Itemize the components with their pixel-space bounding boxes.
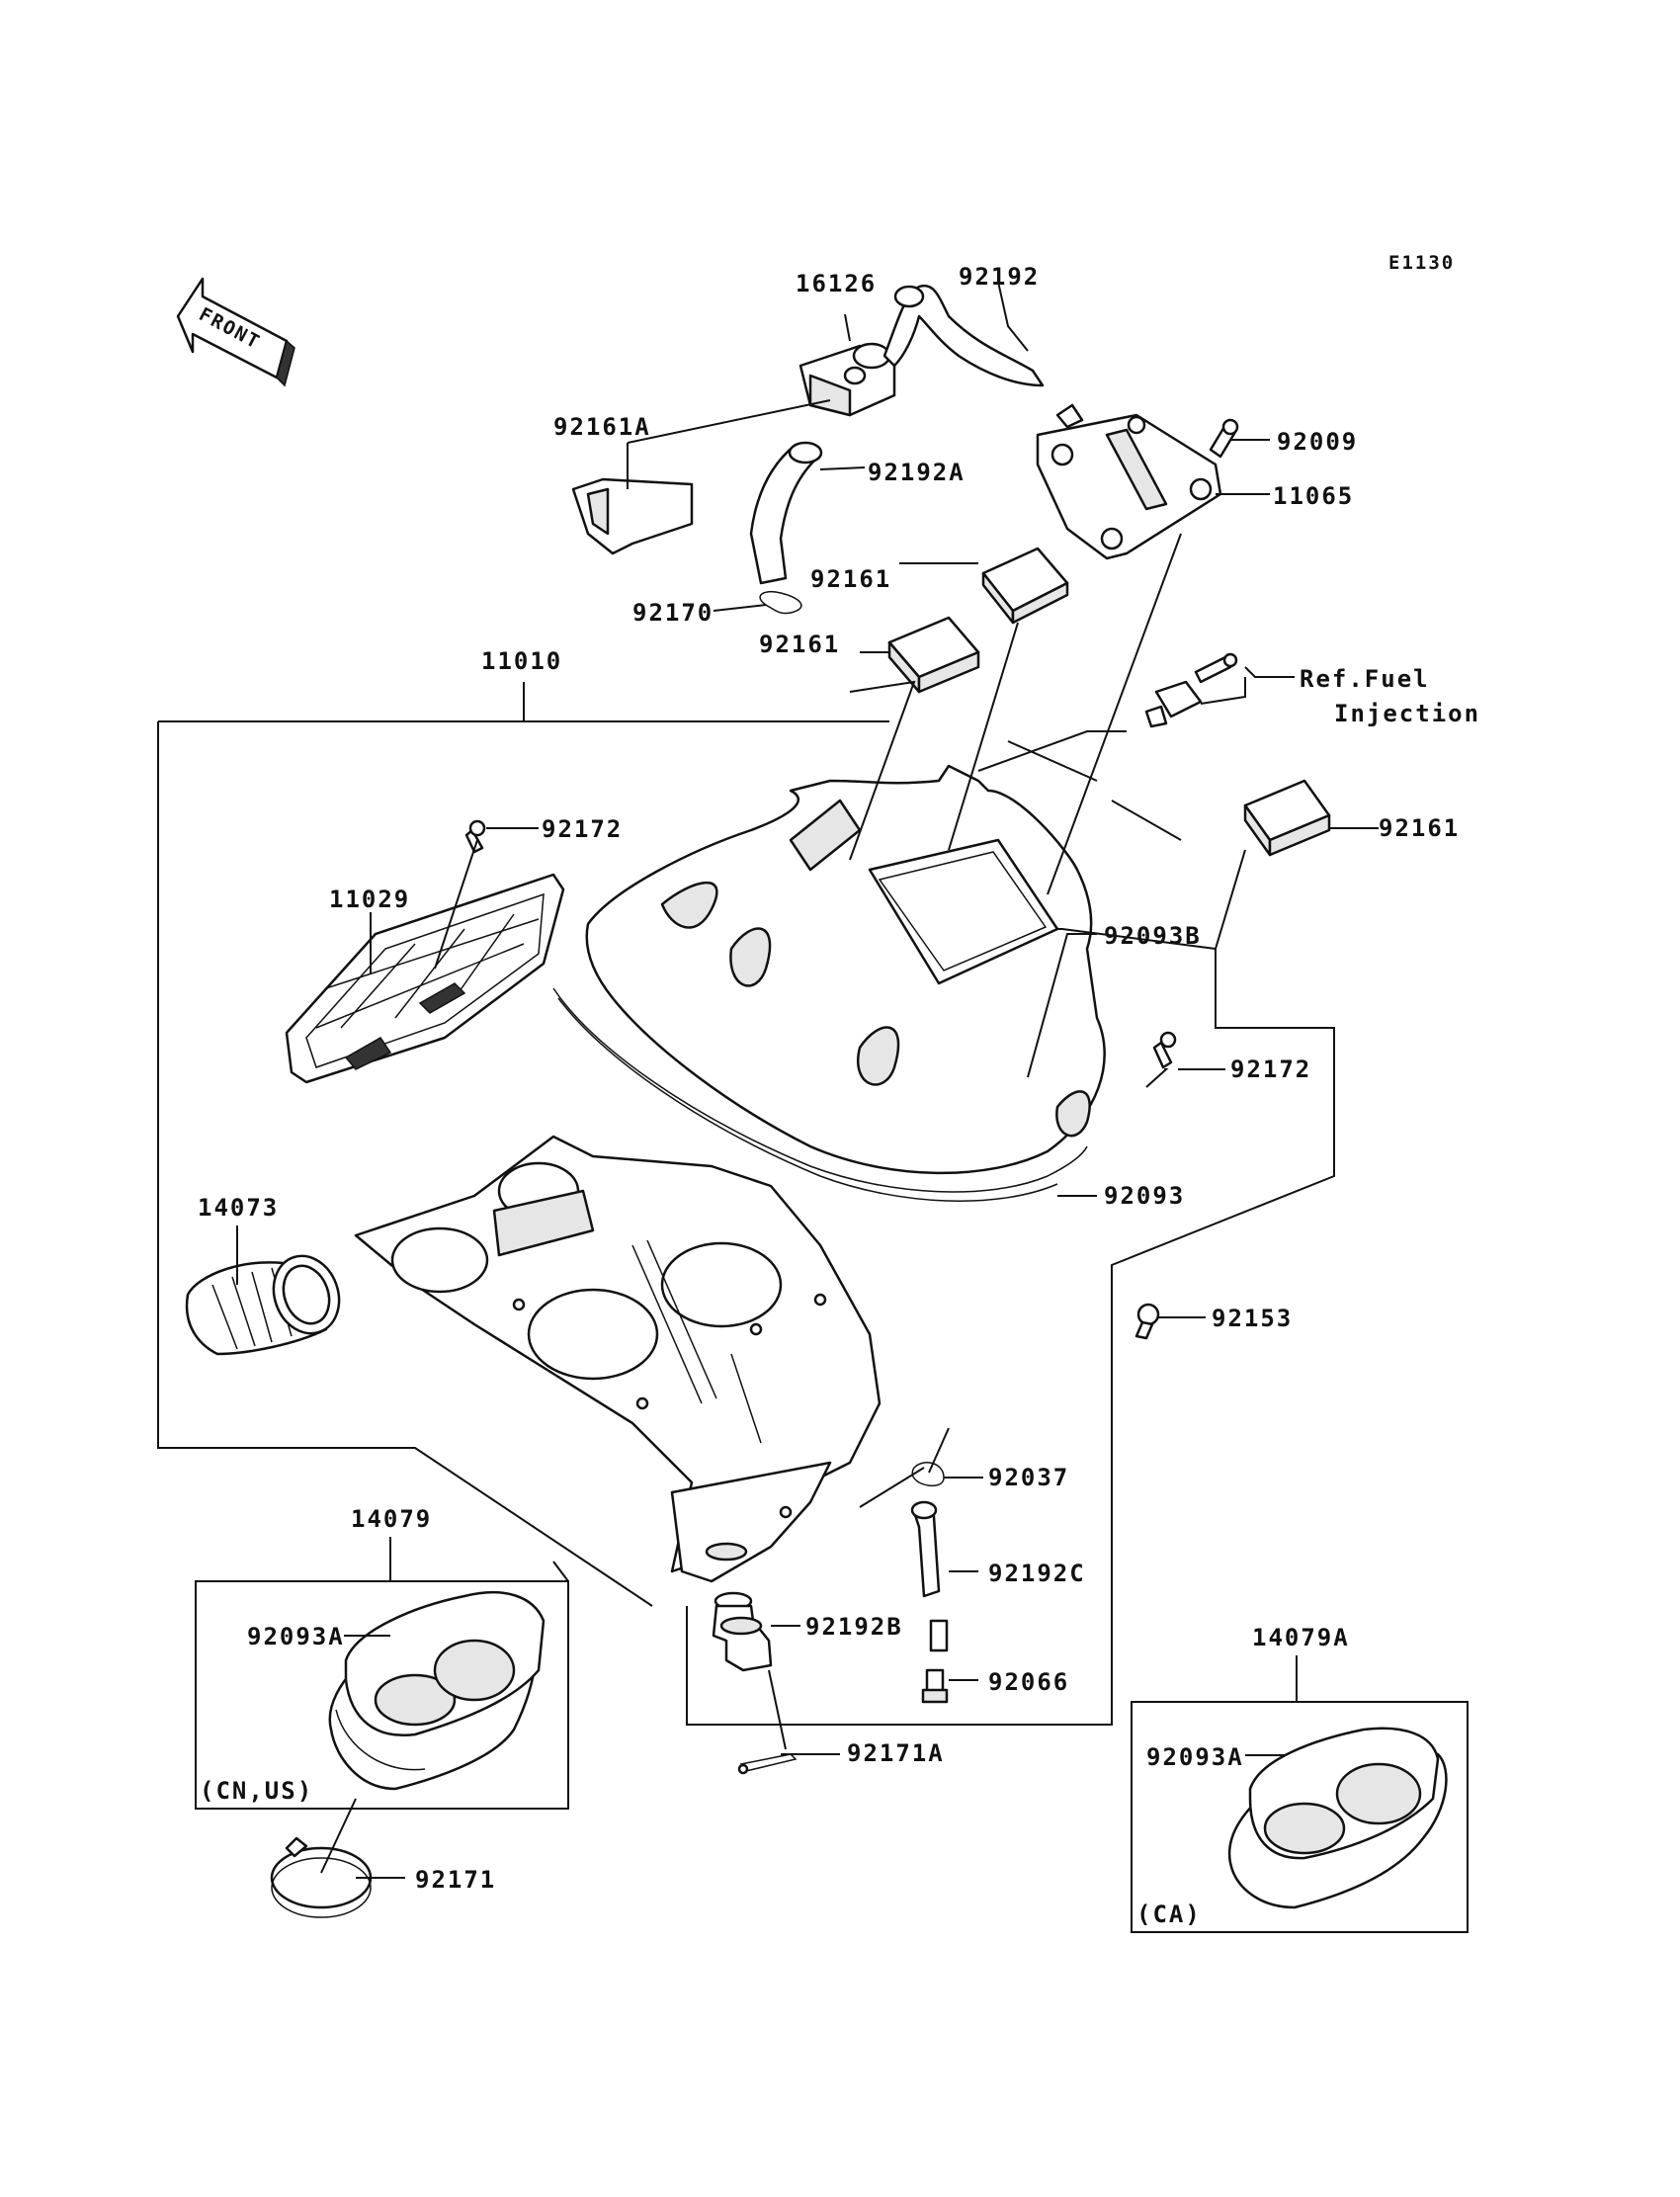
screw-92153	[1134, 1303, 1160, 1340]
cover-11065	[1036, 403, 1222, 560]
label-92161-right: 92161	[1379, 814, 1460, 842]
foam-pad-92161-mid	[887, 616, 980, 694]
diagram-code: E1130	[1388, 252, 1455, 274]
air-filter-element	[285, 873, 565, 1084]
label-92093A-left: 92093A	[247, 1623, 345, 1650]
leader-lines	[157, 281, 1469, 1933]
label-92093: 92093	[1104, 1182, 1185, 1210]
label-92153: 92153	[1212, 1305, 1293, 1332]
label-92161A: 92161A	[553, 413, 651, 441]
drain-92192B	[712, 1591, 773, 1672]
label-92170: 92170	[632, 599, 714, 627]
air-switching-valve	[798, 342, 896, 417]
hose-segment	[929, 1619, 949, 1652]
label-injection: Injection	[1334, 700, 1480, 727]
fuel-injection-connector	[1144, 652, 1238, 728]
upper-housing	[552, 764, 1106, 1202]
label-92192A: 92192A	[868, 459, 966, 486]
band-92171	[270, 1836, 373, 1918]
duct-14073	[185, 1254, 341, 1356]
clamp-92037	[911, 1462, 945, 1487]
label-92066: 92066	[988, 1668, 1069, 1696]
label-14073: 14073	[198, 1194, 279, 1222]
housing-14079A	[1227, 1727, 1448, 1909]
label-92192: 92192	[959, 263, 1040, 291]
label-14079: 14079	[351, 1505, 432, 1533]
label-14079A: 14079A	[1252, 1624, 1350, 1651]
foam-pad-92161-right	[1243, 779, 1331, 857]
label-region-cn-us: (CN,US)	[200, 1777, 313, 1805]
label-region-ca: (CA)	[1136, 1901, 1202, 1928]
foam-pad-92161-top	[981, 547, 1069, 625]
bolt-92172-right	[1152, 1031, 1177, 1069]
clip-92171A	[737, 1753, 798, 1775]
label-92037: 92037	[988, 1464, 1069, 1491]
label-11065: 11065	[1273, 482, 1354, 510]
hose-92192	[882, 284, 1045, 387]
label-92172-left: 92172	[542, 815, 623, 843]
label-92161-top: 92161	[810, 565, 891, 593]
label-92192B: 92192B	[805, 1613, 903, 1641]
front-arrow-icon: FRONT	[176, 277, 295, 387]
label-92172-right: 92172	[1230, 1056, 1311, 1083]
bolt-92009	[1209, 418, 1239, 459]
lower-housing	[354, 1135, 882, 1583]
label-92009: 92009	[1277, 428, 1358, 456]
label-92093B: 92093B	[1104, 922, 1202, 950]
label-92171A: 92171A	[847, 1739, 945, 1767]
hose-92192C	[910, 1500, 941, 1598]
clamp-92170	[759, 591, 802, 615]
label-92161-mid: 92161	[759, 631, 840, 658]
label-11029: 11029	[329, 886, 410, 913]
part-labels: 16126 92192 92161A 92192A 92009 11065 92…	[198, 263, 1480, 1928]
bracket-92161A	[571, 477, 694, 555]
plug-92066	[921, 1668, 949, 1704]
hose-92192A	[749, 441, 823, 585]
label-ref-fuel: Ref.Fuel	[1300, 665, 1430, 693]
label-92192C: 92192C	[988, 1560, 1086, 1587]
label-92093A-right: 92093A	[1146, 1743, 1244, 1771]
label-92171: 92171	[415, 1866, 496, 1894]
housing-14079	[328, 1591, 546, 1791]
label-16126: 16126	[796, 270, 877, 297]
label-11010: 11010	[481, 647, 562, 675]
